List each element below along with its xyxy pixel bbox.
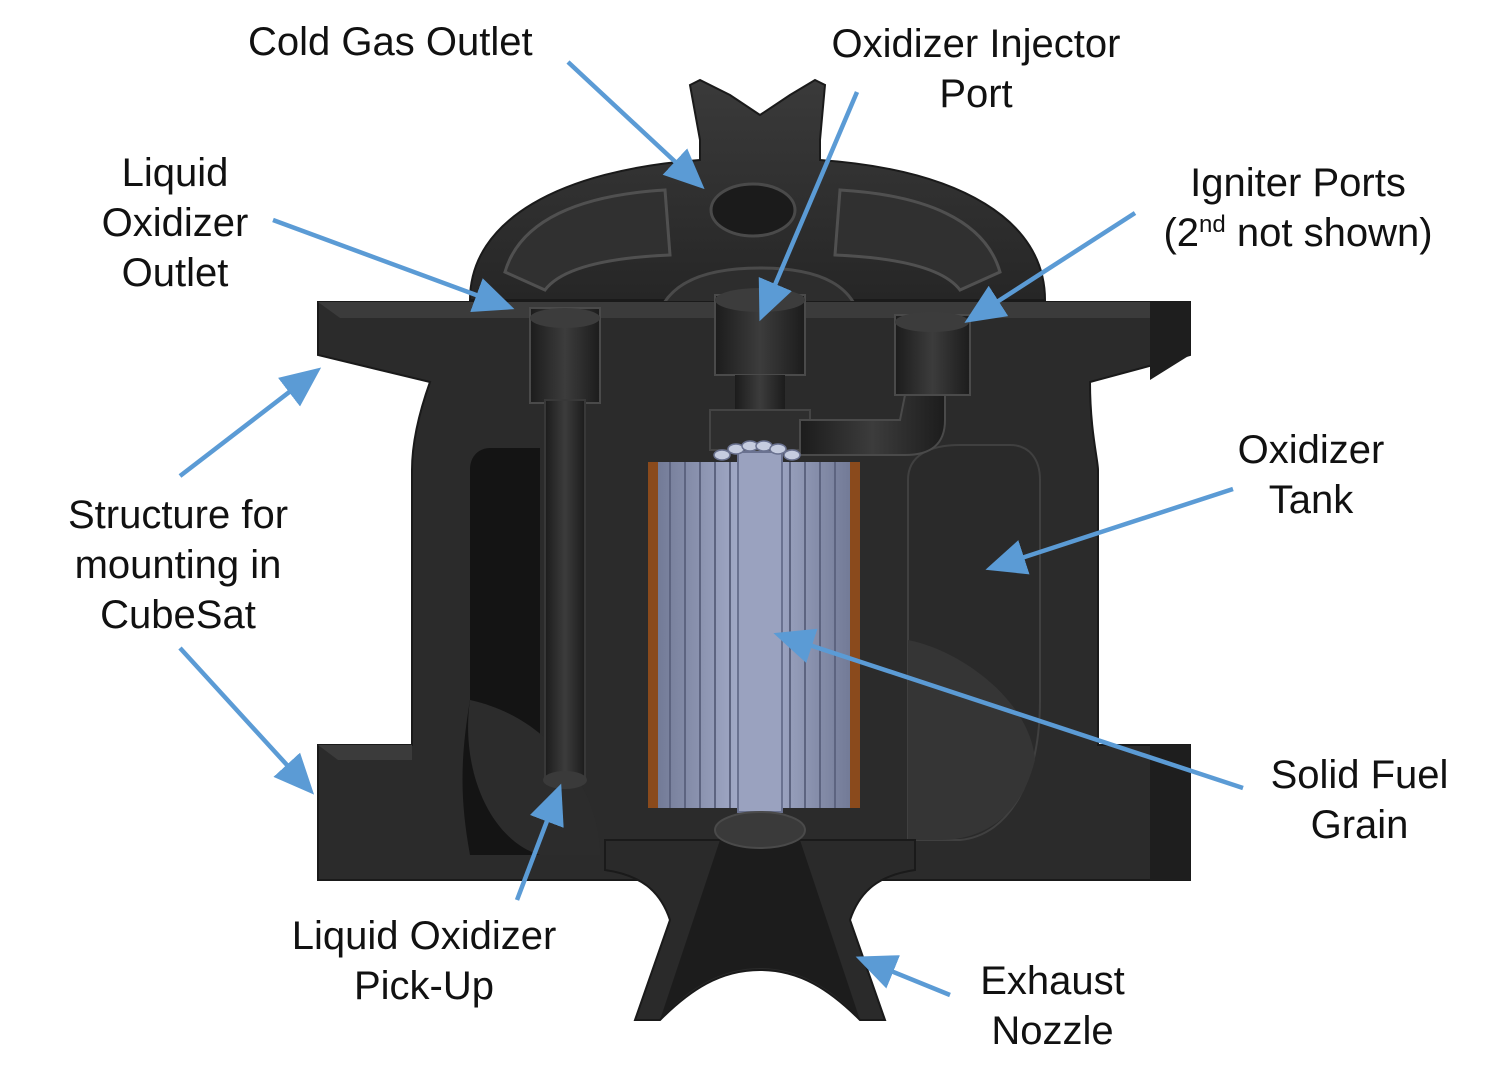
arrow-structure-bottom — [178, 646, 315, 795]
igniter-assembly — [799, 312, 971, 456]
exhaust-nozzle — [604, 811, 916, 1021]
injector-assembly — [709, 288, 811, 451]
label-cold-gas-outlet: Cold Gas Outlet — [248, 20, 533, 64]
dome-pocket-left — [503, 188, 672, 292]
igniter-note: (2nd not shown) — [1163, 211, 1433, 255]
label-oxidizer-tank: Oxidizer Tank — [1237, 428, 1385, 522]
arrow-injector-port — [758, 91, 860, 322]
label-igniter-ports: Igniter Ports (2nd not shown) — [1153, 158, 1443, 258]
top-flange-right-end — [1150, 302, 1190, 380]
arrow-cold-gas-outlet — [566, 60, 705, 190]
label-oxidizer-injector-port: Oxidizer Injector Port — [831, 22, 1121, 116]
label-structure-mounting: Structure for mounting in CubeSat — [67, 493, 289, 637]
bottom-flange-right-end — [1150, 745, 1190, 880]
grain-center-port — [737, 451, 783, 813]
left-tank-cavity — [462, 448, 600, 855]
grain-ports — [669, 462, 836, 808]
arrow-igniter-ports — [964, 211, 1137, 323]
liner-right — [850, 462, 860, 808]
arrow-nozzle — [855, 955, 951, 998]
label-solid-fuel-grain: Solid Fuel Grain — [1270, 753, 1449, 847]
grain-ring — [713, 440, 801, 461]
callout-arrows — [178, 60, 1244, 998]
bottom-flange-face — [318, 745, 412, 760]
solid-fuel-grain — [648, 440, 860, 813]
liner-left — [648, 462, 658, 808]
label-exhaust-nozzle: Exhaust Nozzle — [980, 959, 1125, 1053]
right-tank-cavity — [907, 444, 1041, 841]
cold-gas-outlet-hole — [709, 182, 797, 238]
arrow-pickup — [514, 783, 564, 901]
arrow-liquid-outlet — [272, 217, 515, 312]
label-liquid-oxidizer-pickup: Liquid Oxidizer Pick-Up — [291, 914, 557, 1008]
dome-pocket-right — [833, 188, 1002, 292]
pickup-tube — [529, 307, 601, 789]
arrow-oxidizer-tank — [985, 486, 1234, 575]
arrow-solid-fuel — [773, 628, 1244, 791]
arrow-structure-top — [178, 367, 322, 478]
label-liquid-oxidizer-outlet: Liquid Oxidizer Outlet — [101, 151, 249, 295]
